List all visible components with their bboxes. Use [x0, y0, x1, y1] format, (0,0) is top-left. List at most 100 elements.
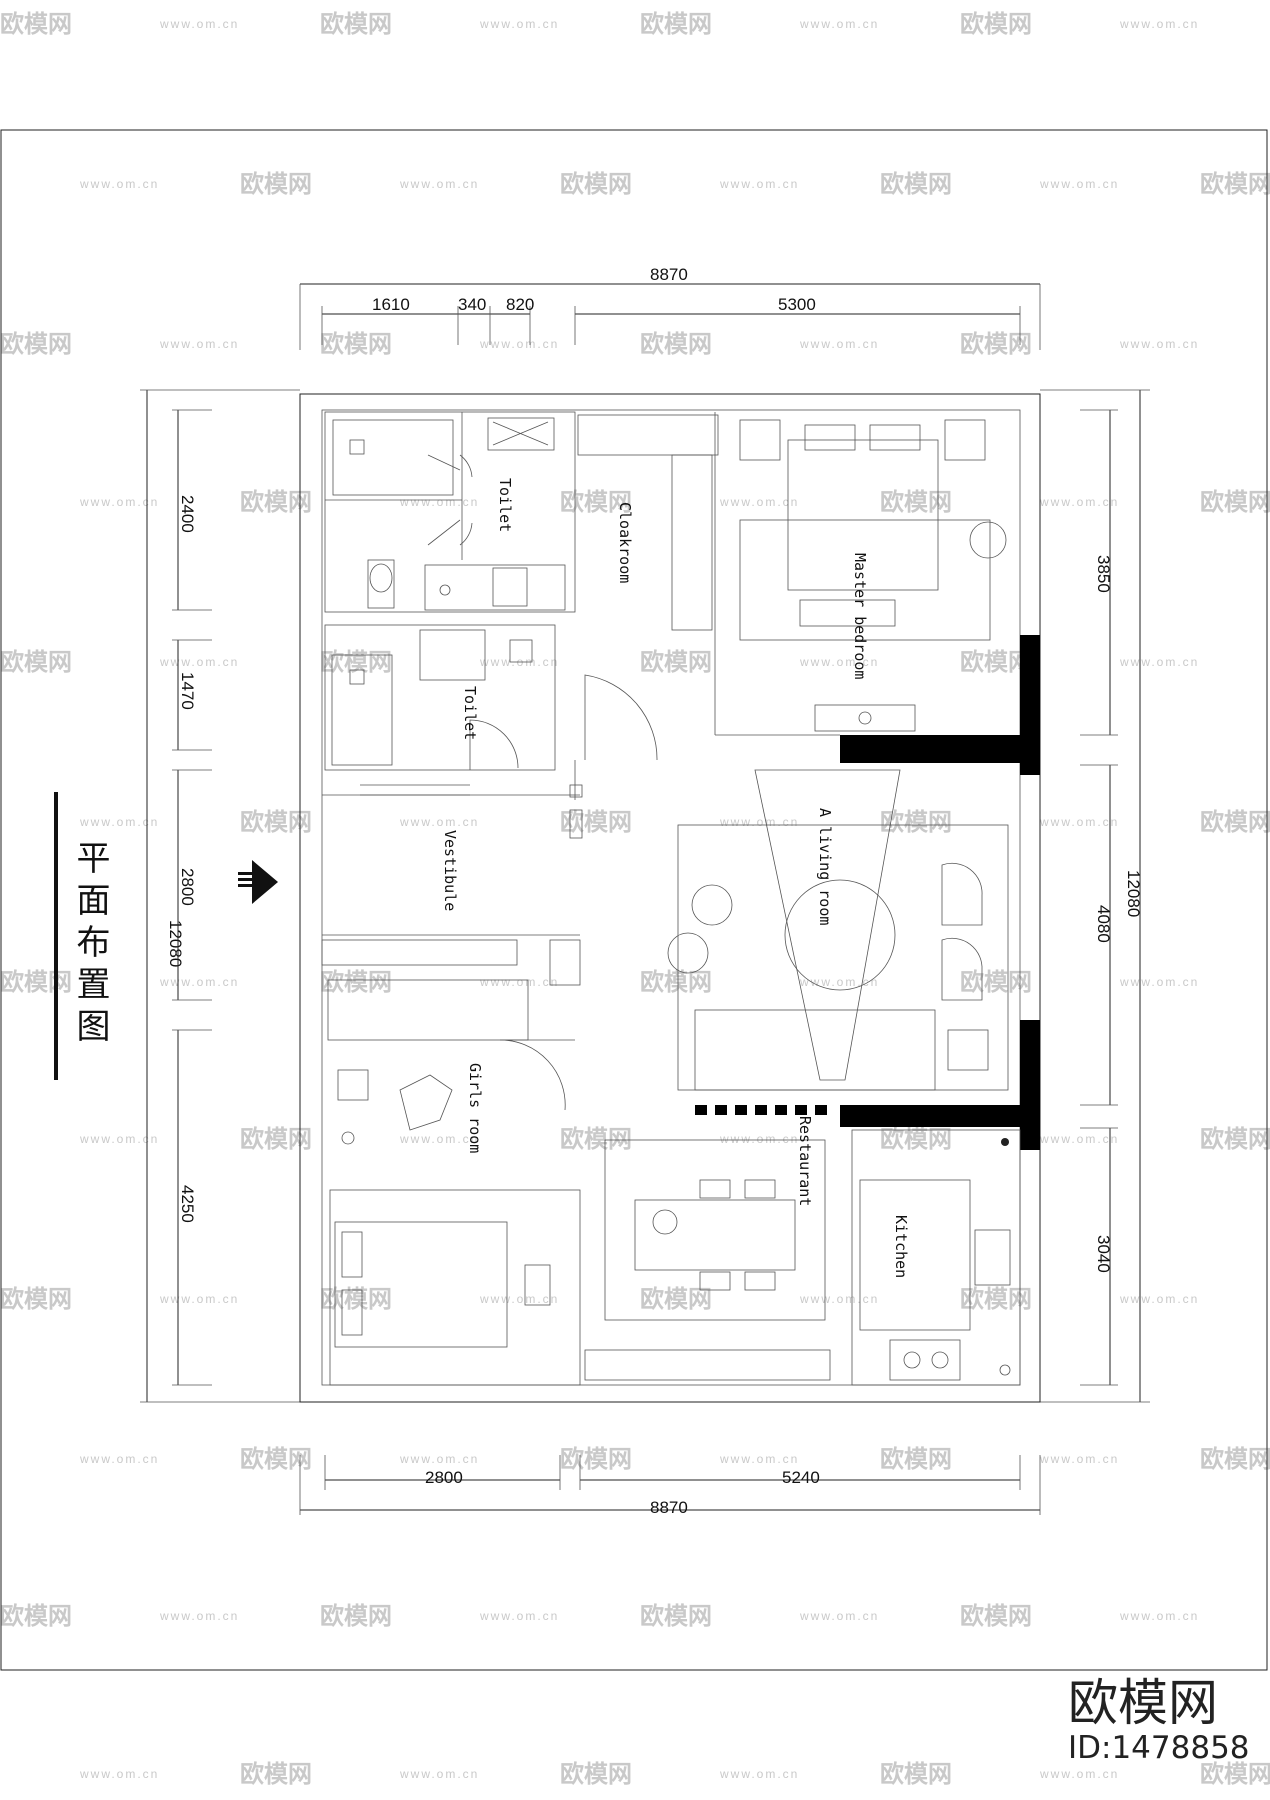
- watermark-brand: 欧模网: [240, 1125, 312, 1153]
- dim-left-3: 2800: [178, 868, 197, 906]
- watermark-brand: 欧模网: [960, 1602, 1032, 1630]
- watermark-url: www.om.cn: [479, 1292, 559, 1306]
- watermark-brand: 欧模网: [1200, 170, 1270, 198]
- wall-bar-right-upper: [1020, 635, 1040, 775]
- label-girls-room: Girls room: [466, 1063, 484, 1153]
- watermark-url: www.om.cn: [719, 1767, 799, 1781]
- watermark-brand: 欧模网: [880, 170, 952, 198]
- kitchen-sink-icon: [974, 1229, 1011, 1286]
- watermark-url: www.om.cn: [1119, 1292, 1199, 1306]
- watermark-brand: 欧模网: [560, 808, 632, 836]
- watermark-brand: 欧模网: [240, 1445, 312, 1473]
- dim-left-overall: 12080: [166, 920, 185, 967]
- label-kitchen: Kitchen: [892, 1215, 910, 1278]
- dim-top-overall: 8870: [650, 265, 688, 284]
- master-rug: [739, 519, 991, 641]
- dim-top-1: 1610: [372, 295, 410, 314]
- watermark-brand: 欧模网: [880, 808, 952, 836]
- watermark-url: www.om.cn: [799, 1292, 879, 1306]
- watermark-url: www.om.cn: [1039, 1452, 1119, 1466]
- watermark-brand: 欧模网: [1200, 1125, 1270, 1153]
- toilet-2-outline: [324, 624, 556, 771]
- watermark-url: www.om.cn: [79, 495, 159, 509]
- watermark-url: www.om.cn: [159, 1609, 239, 1623]
- watermark-brand: 欧模网: [0, 1602, 72, 1630]
- watermark-brand: 欧模网: [320, 648, 392, 676]
- dim-right-1: 3850: [1094, 555, 1113, 593]
- watermark-url: www.om.cn: [1039, 177, 1119, 191]
- watermark-url: www.om.cn: [719, 1132, 799, 1146]
- dim-right-overall: 12080: [1124, 870, 1143, 917]
- watermark-url: www.om.cn: [1119, 1609, 1199, 1623]
- label-toilet-1: Toilet: [496, 478, 514, 532]
- brand-stamp: 欧模网 ID:1478858: [1068, 1674, 1250, 1766]
- watermark-brand: 欧模网: [640, 968, 712, 996]
- toilet-1-outline: [324, 411, 576, 613]
- toilet-seat-icon: [367, 559, 395, 609]
- kitchen-island: [859, 1179, 971, 1331]
- master-desk: [814, 704, 916, 732]
- watermark-brand: 欧模网: [560, 488, 632, 516]
- girls-bed-icon: [334, 1221, 508, 1348]
- watermark-url: www.om.cn: [799, 1609, 879, 1623]
- dim-left-1: 2400: [178, 495, 197, 533]
- plan-walls: [299, 393, 1041, 1403]
- entrance-arrow-icon: [238, 860, 278, 904]
- dim-bottom-1: 2800: [425, 1468, 463, 1487]
- main-door: [584, 674, 658, 761]
- watermark-brand: 欧模网: [960, 330, 1032, 358]
- girls-room-door: [499, 1039, 575, 1111]
- watermark-url: www.om.cn: [159, 1292, 239, 1306]
- dining-table-icon: [634, 1199, 796, 1271]
- drawing-frame: [0, 129, 1268, 1671]
- watermark-brand: 欧模网: [1200, 1445, 1270, 1473]
- watermark-brand: 欧模网: [640, 10, 712, 38]
- watermark-url: www.om.cn: [79, 177, 159, 191]
- dimension-bottom: 2800 5240 8870: [299, 1455, 1041, 1517]
- watermark-brand: 欧模网: [880, 488, 952, 516]
- watermark-url: www.om.cn: [79, 1452, 159, 1466]
- dim-top-3: 820: [506, 295, 534, 314]
- watermark-url: www.om.cn: [399, 1132, 479, 1146]
- label-restaurant: Restaurant: [796, 1116, 814, 1206]
- sink-icon: [492, 567, 528, 607]
- watermark-url: www.om.cn: [399, 815, 479, 829]
- watermark-brand: 欧模网: [0, 1285, 72, 1313]
- dim-bottom-2: 5240: [782, 1468, 820, 1487]
- watermark-brand: 欧模网: [320, 330, 392, 358]
- dim-left-4: 4250: [178, 1185, 197, 1223]
- watermark-url: www.om.cn: [479, 337, 559, 351]
- watermark-brand: 欧模网: [880, 1445, 952, 1473]
- watermark-brand: 欧模网: [640, 1602, 712, 1630]
- watermark-brand: 欧模网: [240, 488, 312, 516]
- dimension-top: 8870 1610 340 820 5300: [299, 265, 1041, 350]
- dim-top-2: 340: [458, 295, 486, 314]
- watermark-url: www.om.cn: [719, 1452, 799, 1466]
- vestibule-cabinet: [321, 939, 518, 966]
- watermark-brand: 欧模网: [240, 1760, 312, 1788]
- girls-room-floor: [329, 1189, 581, 1386]
- watermark-brand: 欧模网: [320, 10, 392, 38]
- watermark-brand: 欧模网: [960, 10, 1032, 38]
- cloakroom-rack-side: [671, 454, 713, 631]
- watermark-url: www.om.cn: [799, 17, 879, 31]
- label-master-bedroom: Master bedroom: [851, 553, 869, 679]
- watermark-brand: 欧模网: [560, 1445, 632, 1473]
- watermark-brand: 欧模网: [880, 1760, 952, 1788]
- watermark-url: www.om.cn: [719, 815, 799, 829]
- label-living-room: A living room: [816, 808, 834, 925]
- watermark-brand: 欧模网: [960, 1285, 1032, 1313]
- watermark-brand: 欧模网: [640, 648, 712, 676]
- watermark-url: www.om.cn: [79, 815, 159, 829]
- watermark-brand: 欧模网: [560, 170, 632, 198]
- watermark-url: www.om.cn: [79, 1132, 159, 1146]
- watermark-brand: 欧模网: [0, 648, 72, 676]
- watermark-url: www.om.cn: [1119, 17, 1199, 31]
- wall-bar-right-lower: [1020, 1020, 1040, 1150]
- watermark-brand: 欧模网: [240, 170, 312, 198]
- girls-chair-icon: [399, 1074, 453, 1131]
- dimension-right: 12080 3850 4080 3040: [1040, 389, 1150, 1403]
- label-toilet-2: Toilet: [461, 686, 479, 740]
- watermark-brand: 欧模网: [1200, 808, 1270, 836]
